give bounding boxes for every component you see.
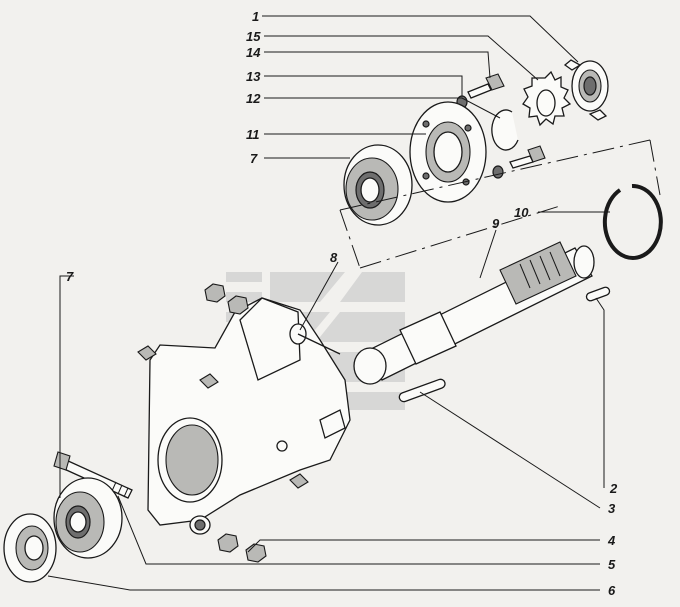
- part-bolt-top: [467, 73, 505, 99]
- callout-5: 5: [608, 557, 616, 572]
- callout-7-lower: 7: [66, 269, 74, 284]
- assembly-centerlines: [339, 139, 661, 269]
- callout-14: 14: [246, 45, 261, 60]
- callout-4: 4: [607, 533, 616, 548]
- callout-6: 6: [608, 583, 616, 598]
- part-snap-ring: [491, 109, 519, 151]
- part-housing: [137, 297, 351, 535]
- leader-lines: [47, 15, 610, 591]
- part-flanged-nut: [563, 59, 609, 121]
- part-key-small: [585, 286, 611, 302]
- part-lock-washer: [522, 70, 572, 127]
- callout-8: 8: [330, 250, 338, 265]
- part-key-long: [398, 378, 446, 403]
- callout-labels: 1 15 14 13 12 11 7 10 9 8 7 2 3 4 5 6: [66, 9, 618, 598]
- part-bearing-upper: [343, 144, 413, 226]
- callout-13: 13: [246, 69, 261, 84]
- part-seal: [3, 513, 57, 583]
- part-bearing-lower: [53, 477, 123, 559]
- callout-7-upper: 7: [250, 151, 258, 166]
- part-nuts-lower: [217, 533, 267, 563]
- callout-11: 11: [246, 127, 260, 142]
- callout-1: 1: [252, 9, 259, 24]
- part-large-snap-ring: [602, 183, 663, 260]
- callout-15: 15: [246, 29, 261, 44]
- part-nuts-upper: [204, 283, 249, 315]
- callout-2: 2: [609, 481, 618, 496]
- part-bearing-cover: [409, 101, 487, 203]
- callout-12: 12: [246, 91, 261, 106]
- part-shaft: [353, 241, 595, 385]
- callout-9: 9: [492, 216, 500, 231]
- callout-10: 10: [514, 205, 529, 220]
- callout-3: 3: [608, 501, 616, 516]
